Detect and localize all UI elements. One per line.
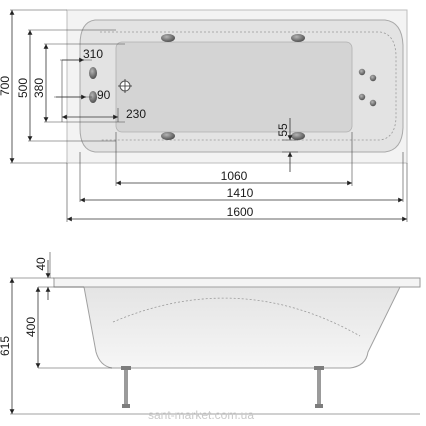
dim-label-90: 90 — [97, 88, 111, 102]
dim-label-1600: 1600 — [227, 205, 254, 219]
jet-icon — [291, 132, 305, 140]
dim-label-380: 380 — [32, 78, 46, 98]
watermark-text: sant-market.com.ua — [148, 408, 254, 422]
jet-icon — [291, 34, 305, 42]
dim-label-500: 500 — [16, 78, 30, 98]
side-leg-left — [124, 368, 128, 408]
jet-icon — [89, 91, 97, 103]
jet-icon — [161, 34, 175, 42]
dim-label-55: 55 — [276, 123, 290, 137]
top-basin-floor — [115, 41, 353, 133]
dim-label-615: 615 — [0, 336, 12, 356]
top-view: 700 500 380 310 90 230 55 1060 — [0, 9, 408, 222]
jet-icon — [358, 68, 366, 76]
dim-label-1060: 1060 — [221, 169, 248, 183]
side-arc — [112, 297, 361, 337]
dim-label-1410: 1410 — [227, 186, 254, 200]
dim-label-310: 310 — [83, 47, 103, 61]
dim-label-400: 400 — [24, 317, 38, 337]
jet-icon — [161, 132, 175, 140]
jet-icon — [369, 99, 377, 107]
dim-label-700: 700 — [0, 76, 12, 96]
side-tub-body — [83, 286, 401, 369]
side-view: 40 400 615 — [0, 252, 421, 415]
side-leg-right — [317, 368, 321, 408]
jet-icon — [369, 74, 377, 82]
jet-icon — [89, 67, 97, 79]
top-inner-contour — [100, 31, 397, 141]
dim-label-40: 40 — [34, 257, 48, 271]
jet-icon — [358, 93, 366, 101]
dim-label-230: 230 — [126, 107, 146, 121]
side-rim — [53, 277, 421, 288]
